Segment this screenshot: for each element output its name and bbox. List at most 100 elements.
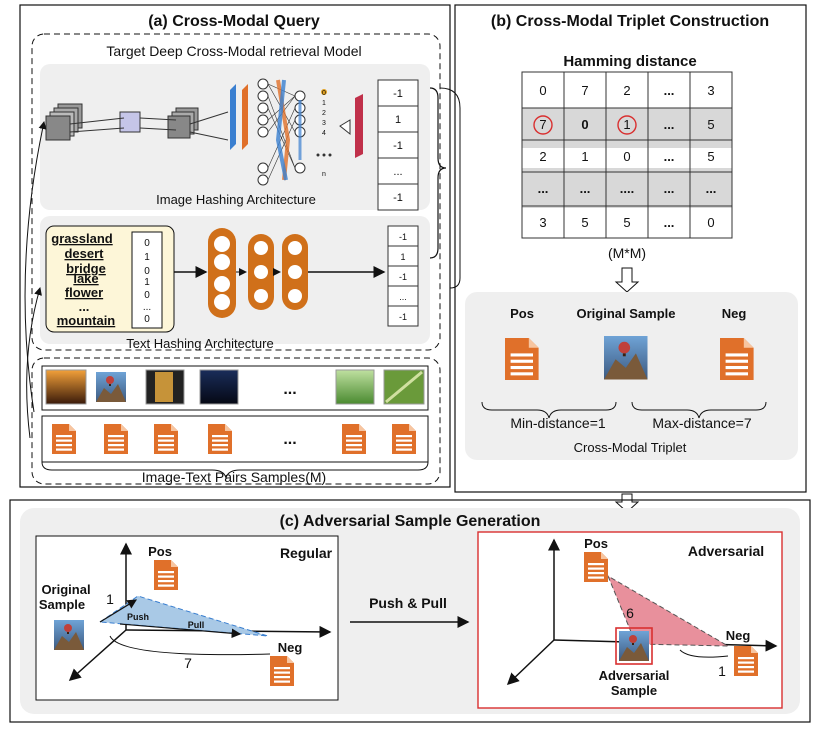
document-icon [720, 338, 754, 380]
max-brace [631, 401, 767, 419]
svg-text:5: 5 [707, 117, 714, 132]
svg-text:...: ... [664, 83, 675, 98]
ellipsis: ... [283, 431, 296, 448]
panel-a-frame [19, 4, 451, 488]
svg-text:...: ... [538, 181, 549, 196]
svg-text:...: ... [143, 302, 151, 313]
conv-layer-icon [242, 84, 248, 150]
down-arrow [614, 493, 640, 513]
svg-text:0: 0 [539, 83, 546, 98]
image-input-arrow [24, 121, 47, 413]
triplet-label: Cross-Modal Triplet [574, 440, 687, 455]
svg-text:...: ... [706, 181, 717, 196]
document-icon [734, 646, 758, 676]
image-thumbnail [604, 336, 648, 380]
adversarial-label: Adversarial [688, 543, 764, 559]
image-thumbnails [45, 369, 425, 405]
svg-text:-1: -1 [399, 232, 407, 242]
svg-text:...: ... [393, 166, 402, 178]
neg-label: Neg [722, 306, 747, 321]
svg-text:...: ... [580, 181, 591, 196]
document-icon [154, 560, 178, 590]
neg-label: Neg [278, 640, 303, 655]
svg-text:2: 2 [623, 83, 630, 98]
word-list: grassland desert bridge lake flower ... … [51, 231, 115, 328]
svg-text:...: ... [664, 181, 675, 196]
svg-text:mountain: mountain [57, 313, 116, 328]
matrix-title: Hamming distance [563, 53, 696, 70]
svg-text:7: 7 [581, 83, 588, 98]
svg-text:....: .... [620, 181, 634, 196]
svg-text:0: 0 [144, 290, 150, 301]
output-nodes: 0 1 2 3 4 n [316, 89, 332, 178]
svg-text:3: 3 [539, 215, 546, 230]
distance-curve [109, 635, 271, 656]
svg-text:...: ... [664, 149, 675, 164]
original-label: Sample [39, 597, 85, 612]
svg-text:0: 0 [707, 215, 714, 230]
pull-label: Pull [188, 620, 205, 630]
document-icon [505, 338, 539, 380]
svg-text:0: 0 [144, 314, 150, 325]
bit-vector [131, 231, 163, 329]
max-distance: Max-distance=7 [652, 415, 751, 431]
svg-text:1: 1 [581, 149, 588, 164]
min-distance: Min-distance=1 [510, 415, 606, 431]
svg-text:1: 1 [144, 277, 150, 288]
svg-text:...: ... [399, 292, 407, 302]
push-label: Push [127, 612, 149, 622]
svg-text:-1: -1 [393, 192, 403, 204]
svg-text:0: 0 [623, 149, 630, 164]
svg-text:n: n [322, 171, 326, 178]
panel-b-title: (b) Cross-Modal Triplet Construction [491, 13, 769, 30]
svg-text:0: 0 [581, 117, 588, 132]
neg-label: Neg [726, 628, 751, 643]
text-hash-code: -1 1 -1 ... -1 [387, 225, 419, 327]
down-arrow [614, 267, 640, 293]
adversarial-sample-label: Adversarial [599, 668, 670, 683]
distance-curve [679, 649, 729, 658]
svg-text:-1: -1 [399, 272, 407, 282]
panel-a-title: (a) Cross-Modal Query [148, 13, 320, 30]
svg-text:5: 5 [623, 215, 630, 230]
svg-text:0: 0 [144, 266, 150, 277]
distance-label: 1 [106, 591, 114, 607]
regular-label: Regular [280, 545, 333, 561]
conv-layer-icon [230, 84, 236, 150]
text-arch-label: Text Hashing Architecture [126, 336, 273, 351]
svg-text:1: 1 [623, 117, 630, 132]
panel-c-title: (c) Adversarial Sample Generation [280, 513, 541, 530]
text-mlp [208, 228, 386, 318]
min-brace [481, 401, 617, 419]
original-label: Original [41, 582, 90, 597]
svg-text:2: 2 [539, 149, 546, 164]
svg-text:...: ... [664, 117, 675, 132]
svg-text:1: 1 [322, 100, 326, 107]
pairs-brace [41, 461, 429, 479]
distance-label: 1 [718, 663, 726, 679]
svg-text:7: 7 [539, 117, 546, 132]
ellipsis: ... [283, 381, 296, 398]
svg-text:1: 1 [395, 114, 401, 126]
svg-text:2: 2 [322, 110, 326, 117]
highlight-min [617, 115, 637, 135]
svg-text:3: 3 [707, 83, 714, 98]
svg-text:-1: -1 [393, 88, 403, 100]
document-icon [584, 552, 608, 582]
adversarial-highlight [615, 627, 653, 665]
svg-text:...: ... [79, 299, 90, 314]
original-label: Original Sample [577, 306, 676, 321]
svg-text:lake: lake [73, 271, 98, 286]
image-thumbnail [54, 620, 84, 650]
svg-text:flower: flower [65, 285, 103, 300]
text-input-arrow [26, 287, 42, 439]
image-hash-code: -1 1 -1 ... -1 [377, 79, 419, 211]
image-thumbnail [619, 631, 649, 661]
highlight-max [533, 115, 553, 135]
text-row [41, 415, 429, 463]
hash-layer [339, 94, 363, 158]
pos-label: Pos [148, 544, 172, 559]
document-icon [270, 656, 294, 686]
pos-label: Pos [510, 306, 534, 321]
